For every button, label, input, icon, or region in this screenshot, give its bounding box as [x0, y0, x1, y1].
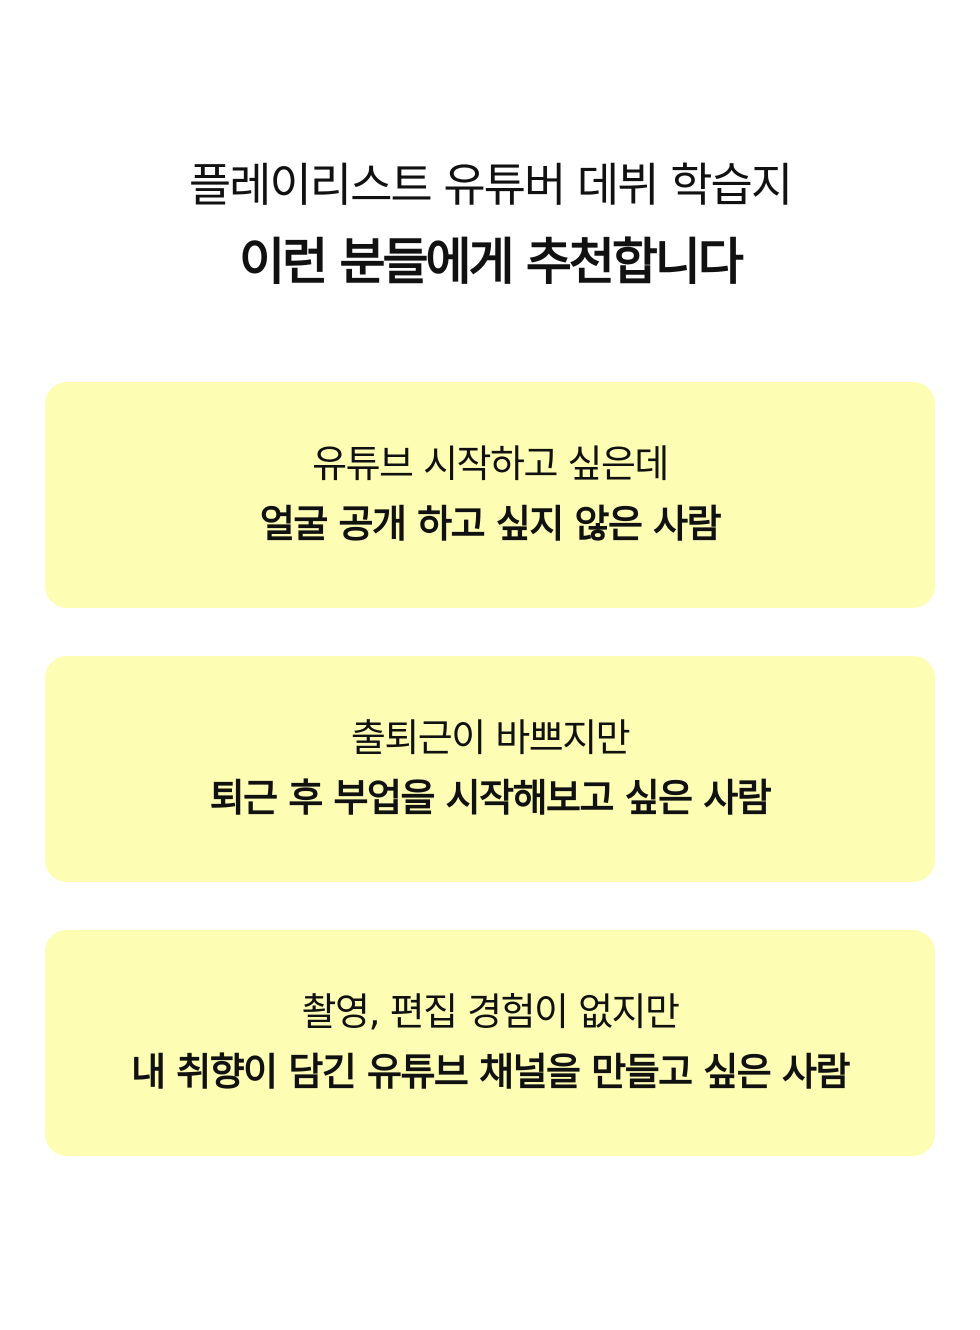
- recommendation-card: 출퇴근이 바쁘지만 퇴근 후 부업을 시작해보고 싶은 사람: [45, 656, 935, 882]
- card-target-audience: 내 취향이 담긴 유튜브 채널을 만들고 싶은 사람: [131, 1050, 850, 1094]
- card-description: 촬영, 편집 경험이 없지만: [301, 990, 680, 1034]
- page-subtitle: 플레이리스트 유튜버 데뷔 학습지: [188, 158, 793, 212]
- recommendation-card: 촬영, 편집 경험이 없지만 내 취향이 담긴 유튜브 채널을 만들고 싶은 사…: [45, 930, 935, 1156]
- card-description: 출퇴근이 바쁘지만: [350, 716, 631, 760]
- page-header: 플레이리스트 유튜버 데뷔 학습지 이런 분들에게 추천합니다: [0, 150, 980, 304]
- card-target-audience: 얼굴 공개 하고 싶지 않은 사람: [259, 502, 722, 546]
- card-description: 유튜브 시작하고 싶은데: [312, 442, 669, 486]
- recommendation-card: 유튜브 시작하고 싶은데 얼굴 공개 하고 싶지 않은 사람: [45, 382, 935, 608]
- card-target-audience: 퇴근 후 부업을 시작해보고 싶은 사람: [209, 776, 772, 820]
- page-title: 이런 분들에게 추천합니다: [239, 233, 744, 291]
